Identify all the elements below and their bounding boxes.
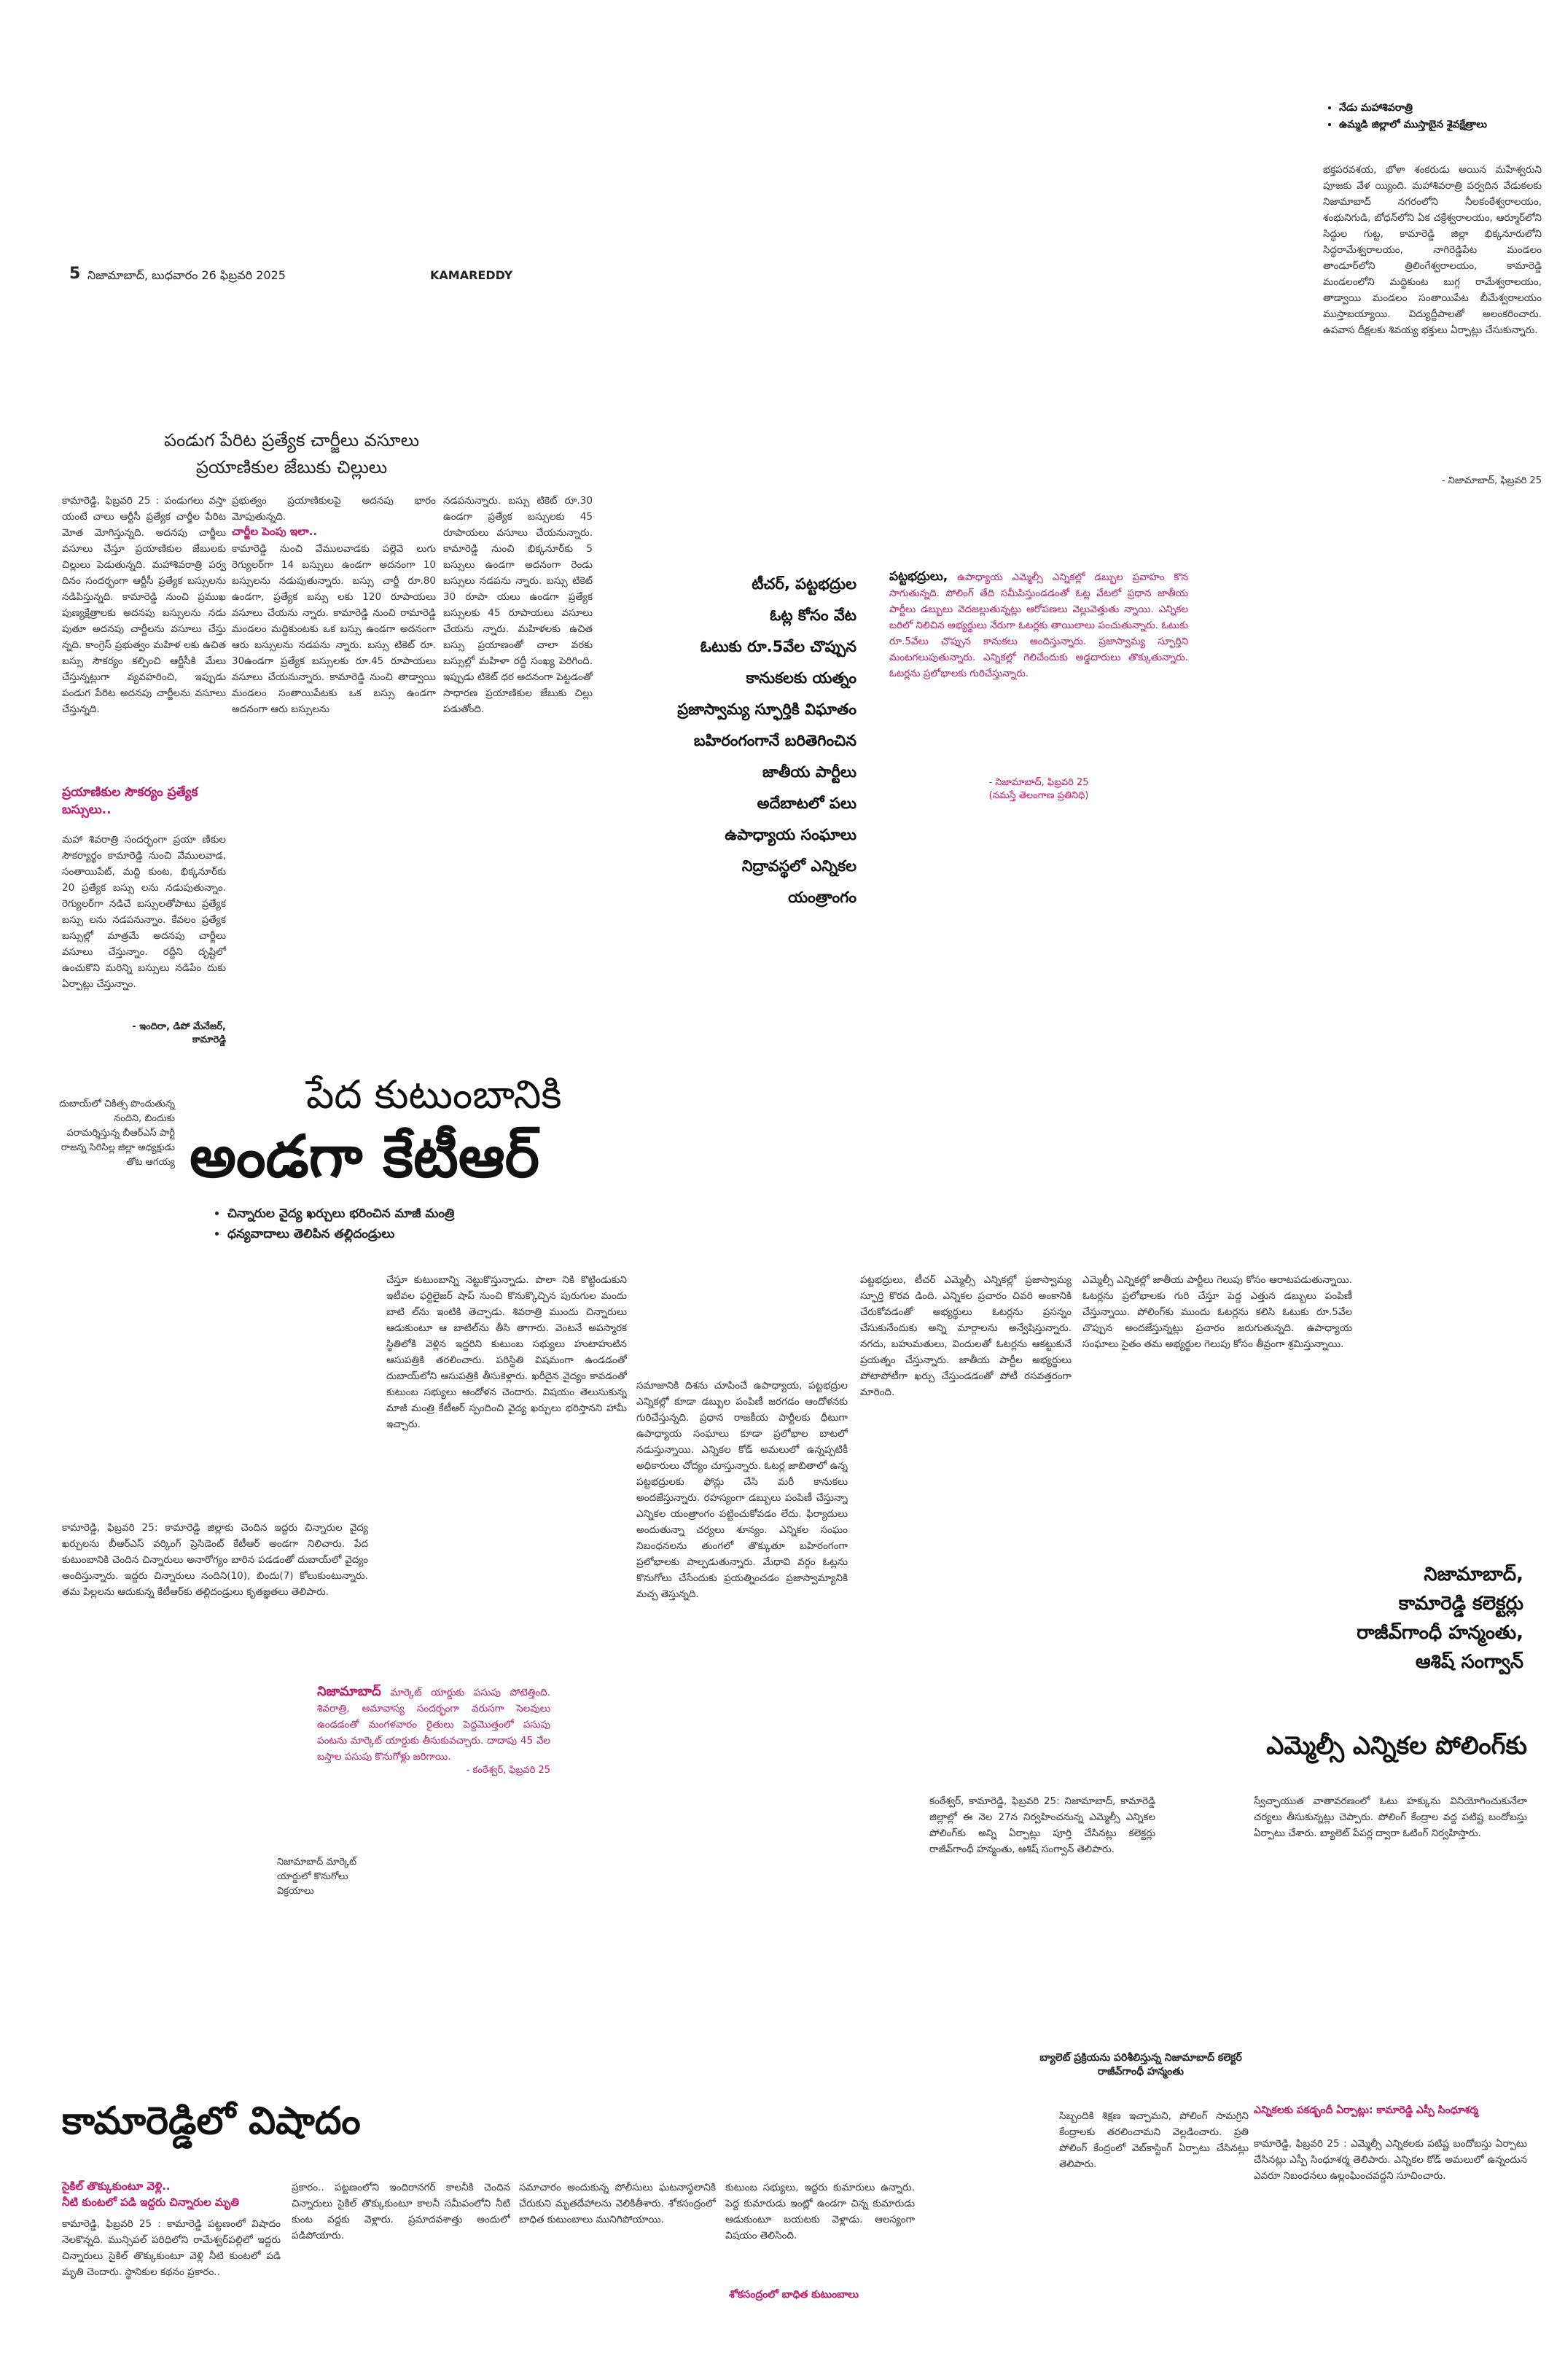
election-col-3: ఎమ్మెల్సీ ఎన్నికల్లో జాతీయ పార్టీలు గెలు… xyxy=(1082,1274,1352,1350)
festival-col-2-body: కామారెడ్డి నుంచి వేములవాడకు పల్లెవె లుగు… xyxy=(232,543,436,715)
market-caption: నిజామాబాద్ మార్కెట్ యార్డులో కొనుగోలు వి… xyxy=(277,1857,357,1897)
ballot-caption: బ్యాలెట్ ప్రక్రియను పరిశీలిస్తున్న నిజామ… xyxy=(1039,2052,1242,2077)
ktr-bullet: ధన్యవాదాలు తెలిపిన తల్లిదండ్రులు xyxy=(227,1227,577,1244)
mlc-headline-line: ప్రజాస్వామ్య స్ఫూర్తికి విఘాతం xyxy=(677,701,856,718)
sidebar-festival: నేడు మహాశివరాత్రి ఉమ్మడి జిల్లాలో ముస్తా… xyxy=(1323,102,1542,525)
sidebar-bullet: నేడు మహాశివరాత్రి xyxy=(1339,102,1542,116)
sidebar-body: భక్తపరవశయ, భోళా శంకరుడు అయిన మహేశ్వరుని … xyxy=(1323,164,1542,336)
polling-col-2: స్వేచ్ఛాయుత వాతావరణంలో ఓటు హక్కును వినియ… xyxy=(1254,1795,1527,1839)
sidebar-bullet: ఉమ్మడి జిల్లాలో ముస్తాబైన శైవక్షేత్రాలు xyxy=(1339,119,1542,133)
festival-box: ప్రయాణికుల సౌకర్యం ప్రత్యేక బస్సులు.. మహ… xyxy=(62,784,226,1075)
mlc-lead-bold: పట్టభద్రులు, xyxy=(889,569,948,584)
mlc-headline-line: జాతీయ పార్టీలు xyxy=(762,763,856,781)
mlc-headline-line: యంత్రాంగం xyxy=(788,889,856,906)
mlc-lead: పట్టభద్రులు, ఉపాధ్యాయ ఎమ్మెల్సీ ఎన్నికల్… xyxy=(889,569,1188,809)
dateline: నిజామాబాద్, బుధవారం 26 ఫిబ్రవరి 2025 xyxy=(87,268,286,282)
tragedy-sub-2: నీటి కుంటలో పడి ఇద్దరు చిన్నారుల మృతి xyxy=(62,2196,239,2209)
sidebar-byline: - నిజామాబాద్, ఫిబ్రవరి 25 xyxy=(1441,475,1542,486)
polling-col-4: కామారెడ్డి, ఫిబ్రవరి 25 : ఎమ్మెల్సీ ఎన్న… xyxy=(1254,2138,1527,2182)
box-byline-2: కామారెడ్డి xyxy=(192,1034,226,1045)
festival-col-2: ప్రభుత్వం ప్రయాణికులపై అదనపు భారం మోపుతు… xyxy=(232,493,436,792)
ktr-photo-caption: దుబాయ్‌లో చికిత్స పొందుతున్న నందిని, బిం… xyxy=(59,1099,175,1168)
mlc-headline: టీచర్, పట్టభద్రుల ఓట్ల కోసం వేట ఓటుకు రూ… xyxy=(674,569,856,913)
polling-byline-line: రాజీవ్‌గాంధీ హన్మంతు, xyxy=(1357,1622,1523,1644)
festival-subhead: చార్జీల పెంపు ఇలా.. xyxy=(232,525,318,538)
ktr-headline: అండగా కేటీఆర్ xyxy=(190,1123,540,1190)
festival-headline-2: ప్రయాణికుల జేబుకు చిల్లులు xyxy=(195,457,388,477)
tragedy-sub-1: సైకిల్ తొక్కుకుంటూ వెళ్లి.. xyxy=(62,2180,171,2193)
mlc-headline-line: ఉపాధ్యాయ సంఘాలు xyxy=(725,826,856,843)
market-lead: నిజామాబాద్ మార్కెట్ యార్డుకు పసుపు పోటెత… xyxy=(317,1684,550,1800)
box-body: మహా శివరాత్రి సందర్భంగా ప్రయా ణికుల సౌకర… xyxy=(62,834,226,990)
festival-headline-1: పండుగ పేరిట ప్రత్యేక చార్జీలు వసూలు xyxy=(163,430,420,450)
polling-headline: ఎమ్మెల్సీ ఎన్నికల పోలింగ్‌కు xyxy=(1266,1731,1527,1760)
ktr-body-1: చేస్తూ కుటుంబాన్ని నెట్టుకొస్తున్నాడు. ప… xyxy=(386,1274,627,1430)
mlc-byline-2: (నమస్తే తెలంగాణ ప్రతినిధి) xyxy=(988,790,1089,801)
ktr-body-2: కామారెడ్డి, ఫిబ్రవరి 25: కామారెడ్డి జిల్… xyxy=(62,1522,368,1598)
tragedy-sub-3: శోకసంద్రంలో బాధిత కుటుంబాలు xyxy=(729,2289,859,2301)
tragedy-col-2: ప్రకారం.. పట్టణంలోని ఇందిరానగర్ కాలనీకి … xyxy=(292,2182,510,2242)
sidebar-bullets: నేడు మహాశివరాత్రి ఉమ్మడి జిల్లాలో ముస్తా… xyxy=(1323,102,1542,133)
ktr-kicker: పేద కుటుంబానికి xyxy=(306,1072,562,1117)
box-title: ప్రయాణికుల సౌకర్యం ప్రత్యేక బస్సులు.. xyxy=(62,785,198,817)
election-col-2: పట్టభద్రులు, టీచర్ ఎమ్మెల్సీ ఎన్నికల్లో … xyxy=(860,1274,1072,1398)
page-number: 5 xyxy=(69,265,81,283)
festival-col-1: కామారెడ్డి, ఫిబ్రవరి 25 : పండుగలు వస్తా … xyxy=(62,495,226,715)
festival-col-3: నడపనున్నారు. బస్సు టికెట్ రూ.30 ఉండగా ప్… xyxy=(443,495,593,715)
ktr-bullets: చిన్నారుల వైద్య ఖర్చులు భరించిన మాజీ మంత… xyxy=(211,1206,577,1247)
polling-bylines: నిజామాబాద్, కామారెడ్డి కలెక్టర్లు రాజీవ్… xyxy=(1239,1560,1523,1677)
mlc-headline-line: ఓట్ల కోసం వేట xyxy=(770,606,856,624)
ktr-bullet: చిన్నారుల వైద్య ఖర్చులు భరించిన మాజీ మంత… xyxy=(227,1206,577,1224)
tragedy-col-4: కుటుంబ సభ్యులు, ఇద్దరు కుమారులు ఉన్నారు.… xyxy=(725,2182,915,2242)
polling-col-3: సిబ్బందికి శిక్షణ ఇచ్చామని, పోలింగ్ సామగ… xyxy=(1059,2110,1249,2170)
polling-subhead: ఎన్నికలకు పకడ్బందీ ఏర్పాట్లు: కామారెడ్డి… xyxy=(1254,2104,1478,2116)
market-byline: - కంఠేశ్వర్, ఫిబ్రవరి 25 xyxy=(466,1765,550,1776)
polling-byline-line: నిజామాబాద్, xyxy=(1424,1564,1523,1585)
box-byline-1: - ఇందిరా, డిపో మేనేజర్, xyxy=(132,1021,226,1032)
mlc-headline-line: బహిరంగంగానే బరితెగించిన xyxy=(693,732,856,749)
mlc-byline-1: - నిజామాబాద్, ఫిబ్రవరి 25 xyxy=(988,777,1089,788)
tragedy-col-1: కామారెడ్డి, ఫిబ్రవరి 25 : కామారెడ్డి పట్… xyxy=(62,2218,281,2278)
mlc-headline-line: ఓటుకు రూ.5వేల చొప్పున xyxy=(700,638,856,655)
tragedy-headline: కామారెడ్డిలో విషాదం xyxy=(62,2099,361,2143)
tragedy-col-3: సమాచారం అందుకున్న పోలీసులు ఘటనాస్థలానికి… xyxy=(519,2182,716,2225)
mlc-lead-text: ఉపాధ్యాయ ఎమ్మెల్సీ ఎన్నికల్లో డబ్బుల ప్ర… xyxy=(889,571,1188,679)
mlc-headline-line: అదేబాటలో పలు xyxy=(757,795,856,812)
market-lead-text: మార్కెట్ యార్డుకు పసుపు పోటెత్తింది. శివ… xyxy=(317,1687,550,1763)
polling-col-1: కంఠేశ్వర్, కామారెడ్డి, ఫిబ్రవరి 25: నిజా… xyxy=(929,1795,1155,1855)
mlc-headline-line: టీచర్, పట్టభద్రుల xyxy=(752,575,856,593)
election-col-1: సమాజానికి దిశను చూపించే ఉపాధ్యాయ, పట్టభద… xyxy=(636,1380,848,1600)
mlc-headline-line: కానుకలకు యత్నం xyxy=(746,669,856,687)
festival-col-2-top: ప్రభుత్వం ప్రయాణికులపై అదనపు భారం మోపుతు… xyxy=(232,495,436,523)
mlc-headline-line: నిద్రావస్థలో ఎన్నికల xyxy=(741,857,856,875)
polling-byline-line: ఆశిష్ సంగ్వాన్ xyxy=(1415,1651,1523,1673)
section-name: KAMAREDDY xyxy=(430,268,513,282)
market-lead-bold: నిజామాబాద్ xyxy=(317,1684,381,1699)
polling-byline-line: కామారెడ్డి కలెక్టర్లు xyxy=(1398,1593,1523,1615)
